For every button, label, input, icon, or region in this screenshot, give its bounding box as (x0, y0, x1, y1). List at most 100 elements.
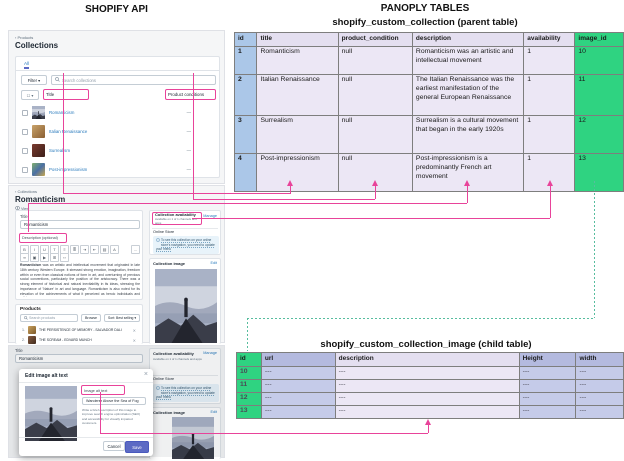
row-checkbox[interactable] (22, 147, 28, 154)
table-cell: 1 (233, 46, 258, 75)
product-row[interactable]: 2.THE SCREAM - EDVARD MUNCH✕ (22, 335, 136, 345)
table-cell: 13 (574, 153, 624, 192)
collection-list-row[interactable]: Surrealism— (22, 141, 213, 160)
product-row[interactable]: 1.THE PERSISTENCE OF MEMORY - SALVADOR D… (22, 325, 136, 335)
remove-icon[interactable]: ✕ (132, 327, 136, 333)
row-checkbox[interactable] (22, 166, 28, 173)
table-cell: 3 (233, 115, 258, 154)
product-conditions-column-highlight: Product conditions (165, 89, 216, 100)
collection-title-link[interactable]: Romanticism (49, 110, 75, 115)
product-search-input[interactable]: Search products (20, 314, 78, 322)
collection-image-label: Collection image (153, 261, 186, 266)
filter-button[interactable]: Filter ▾ (21, 75, 47, 85)
code-icon[interactable]: ‹› (60, 253, 69, 262)
collection-thumbnail (32, 125, 45, 138)
collection-title-link[interactable]: Italian Renaissance (49, 129, 88, 134)
availability-card: Manage Collection availability Available… (149, 210, 221, 255)
table-cell: 1 (523, 115, 576, 154)
column-header: id (233, 32, 258, 47)
collection-image[interactable] (155, 269, 217, 343)
products-card: Products Search products Browse Sort: Be… (15, 304, 143, 354)
collection-image-label: Collection image (153, 410, 186, 415)
table-cell: --- (518, 366, 577, 380)
title-field[interactable]: Romanticism (15, 354, 143, 363)
availability-label: Collection availability (155, 212, 196, 217)
edit-alt-text-modal: Edit image alt text × Image alt text Wan… (19, 369, 153, 456)
column-header-title[interactable]: Title (46, 92, 55, 97)
column-header-product-conditions[interactable]: Product conditions (168, 92, 205, 97)
column-header: url (260, 352, 336, 367)
screenshot-alt-text-modal: Title Romanticism Manage Collection avai… (8, 345, 225, 459)
search-icon (55, 77, 60, 83)
tab-all[interactable]: All (24, 61, 30, 69)
collections-card: All Filter ▾ Search collections ☐ ▾ Titl… (15, 56, 220, 178)
collection-title-link[interactable]: Surrealism (49, 148, 70, 153)
product-index: 2. (22, 338, 25, 342)
outdent-icon[interactable]: ⇤ (90, 245, 99, 254)
table-cell: --- (575, 405, 624, 419)
table-cell: 2 (233, 74, 258, 116)
column-header: description (411, 32, 525, 47)
title-field-label: Title (20, 214, 28, 219)
title-field[interactable]: Romanticism (20, 220, 140, 229)
breadcrumb[interactable]: ‹ Products (15, 35, 34, 40)
table-row: 10------------ (236, 366, 624, 380)
table-cell: --- (575, 366, 624, 380)
column-header: width (575, 352, 624, 367)
cancel-button[interactable]: Cancel (103, 441, 125, 451)
collection-title-link[interactable]: Post-impressionism (49, 167, 88, 172)
table-cell: Surrealism is a cultural movement that b… (411, 115, 525, 154)
description-editor-text[interactable]: Romanticism was an artistic and intellec… (20, 263, 140, 297)
collection-list-row[interactable]: Romanticism— (22, 103, 213, 122)
table-icon[interactable]: ⊞ (50, 253, 59, 262)
breadcrumb[interactable]: ‹ Collections (15, 189, 38, 194)
close-icon[interactable]: × (143, 371, 148, 378)
title-field-label: Title (15, 348, 23, 353)
row-checkbox[interactable] (22, 128, 28, 135)
availability-subtext: Available on 1 of 1 channels and apps (155, 217, 197, 225)
search-input[interactable]: Search collections (51, 75, 216, 85)
search-icon (24, 315, 28, 321)
manage-link[interactable]: Manage (203, 214, 217, 218)
link-icon[interactable]: ∞ (20, 253, 29, 262)
remove-icon[interactable]: ✕ (132, 337, 136, 343)
collection-thumbnail (32, 144, 45, 157)
more-icon[interactable]: ... (131, 245, 140, 254)
color-icon[interactable]: A (110, 245, 119, 254)
connector-alttext-h (100, 433, 428, 434)
modal-image-preview (25, 386, 77, 441)
browse-button[interactable]: Browse (81, 314, 101, 322)
alt-text-input[interactable]: Wanderer Above the Sea of Fog (82, 397, 146, 405)
table-cell: null (337, 46, 413, 75)
collection-list-row[interactable]: Italian Renaissance— (22, 122, 213, 141)
collection-list-row[interactable]: Post-impressionism— (22, 160, 213, 179)
info-icon: i (156, 238, 160, 244)
product-thumbnail (28, 336, 36, 344)
modal-title: Edit image alt text (25, 373, 68, 379)
sort-select[interactable]: Sort: Best selling ▾ (104, 314, 140, 322)
title-column-highlight: Title (43, 89, 89, 100)
page-title: Romanticism (15, 195, 66, 204)
table-cell: --- (260, 366, 336, 380)
video-icon[interactable]: ▶ (40, 253, 49, 262)
connector-alttext-v (100, 392, 101, 433)
table-cell: 10 (236, 366, 262, 380)
align-icon[interactable]: ▤ (100, 245, 109, 254)
table-cell: --- (334, 379, 520, 393)
image-icon[interactable]: ▣ (30, 253, 39, 262)
save-button[interactable]: Save (125, 441, 149, 453)
row-checkbox[interactable] (22, 109, 28, 116)
edit-link[interactable]: Edit (210, 410, 217, 414)
manage-link[interactable]: Manage (203, 351, 217, 355)
connector-conditions-v2 (375, 186, 376, 199)
indent-icon[interactable]: ⇥ (80, 245, 89, 254)
view-button[interactable]: View (15, 206, 29, 211)
table-cell: 10 (574, 46, 624, 75)
select-all-dropdown[interactable]: ☐ ▾ (21, 90, 39, 100)
collection-image[interactable] (172, 417, 214, 459)
edit-link[interactable]: Edit (210, 261, 217, 265)
table-cell: --- (260, 392, 336, 406)
table-row: 11------------ (236, 379, 624, 393)
ol-icon[interactable]: ≣ (70, 245, 79, 254)
